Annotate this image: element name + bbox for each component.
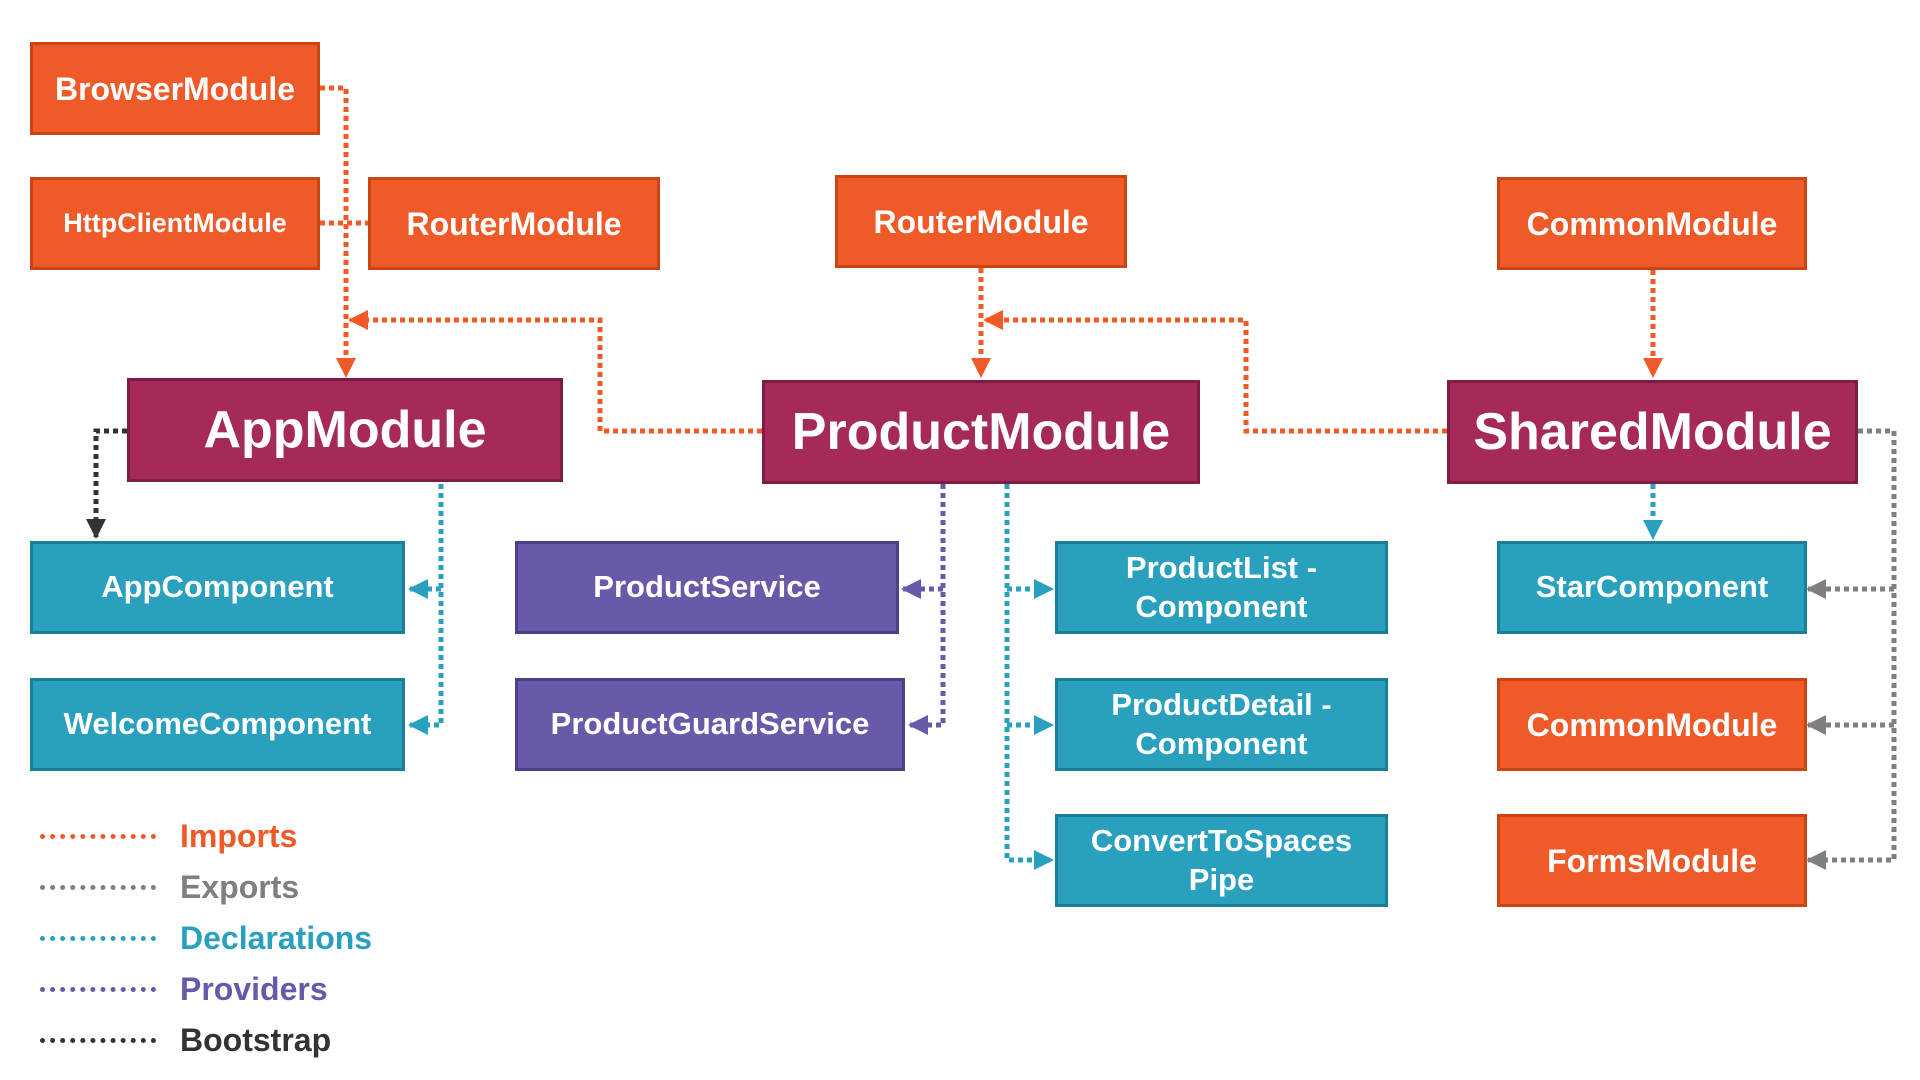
product-module-node: ProductModule [762,380,1200,484]
common-module-top-node: CommonModule [1497,177,1807,270]
legend-swatch-bootstrap [40,1037,156,1043]
provider-line [908,484,946,735]
legend-item-declarations: Declarations [40,918,372,958]
app-module-node: AppModule [127,378,563,482]
legend-swatch-imports [40,833,156,839]
product-detail-component-node: ProductDetail - Component [1055,678,1388,771]
forms-module-node: FormsModule [1497,814,1807,907]
router-module-app-node: RouterModule [368,177,660,270]
declaration-line-product [1004,484,1054,870]
legend-item-exports: Exports [40,867,299,907]
export-line-shared [1806,428,1897,870]
legend-label-imports: Imports [180,817,298,854]
legend-label-exports: Exports [180,868,300,905]
legend-item-bootstrap: Bootstrap [40,1020,331,1060]
shared-module-node: SharedModule [1447,380,1858,484]
legend-swatch-exports [40,884,156,890]
declaration-line-app [408,484,444,735]
legend-label-bootstrap: Bootstrap [180,1021,332,1058]
import-line-product-to-app [348,310,762,434]
http-client-module-node: HttpClientModule [30,177,320,270]
common-module-export-node: CommonModule [1497,678,1807,771]
product-guard-service-node: ProductGuardService [515,678,905,771]
legend-swatch-declarations [40,935,156,941]
product-service-node: ProductService [515,541,899,634]
bootstrap-line [86,428,127,539]
legend-item-providers: Providers [40,969,328,1009]
legend-swatch-providers [40,986,156,992]
import-line-shared-to-product [983,310,1447,434]
router-module-product-node: RouterModule [835,175,1127,268]
product-list-component-node: ProductList - Component [1055,541,1388,634]
legend-label-declarations: Declarations [180,919,373,956]
app-component-node: AppComponent [30,541,405,634]
browser-module-node: BrowserModule [30,42,320,135]
welcome-component-node: WelcomeComponent [30,678,405,771]
star-component-node: StarComponent [1497,541,1807,634]
import-line-browser [320,85,356,378]
convert-to-spaces-pipe-node: ConvertToSpaces Pipe [1055,814,1388,907]
legend-item-imports: Imports [40,816,297,856]
legend-label-providers: Providers [180,970,328,1007]
